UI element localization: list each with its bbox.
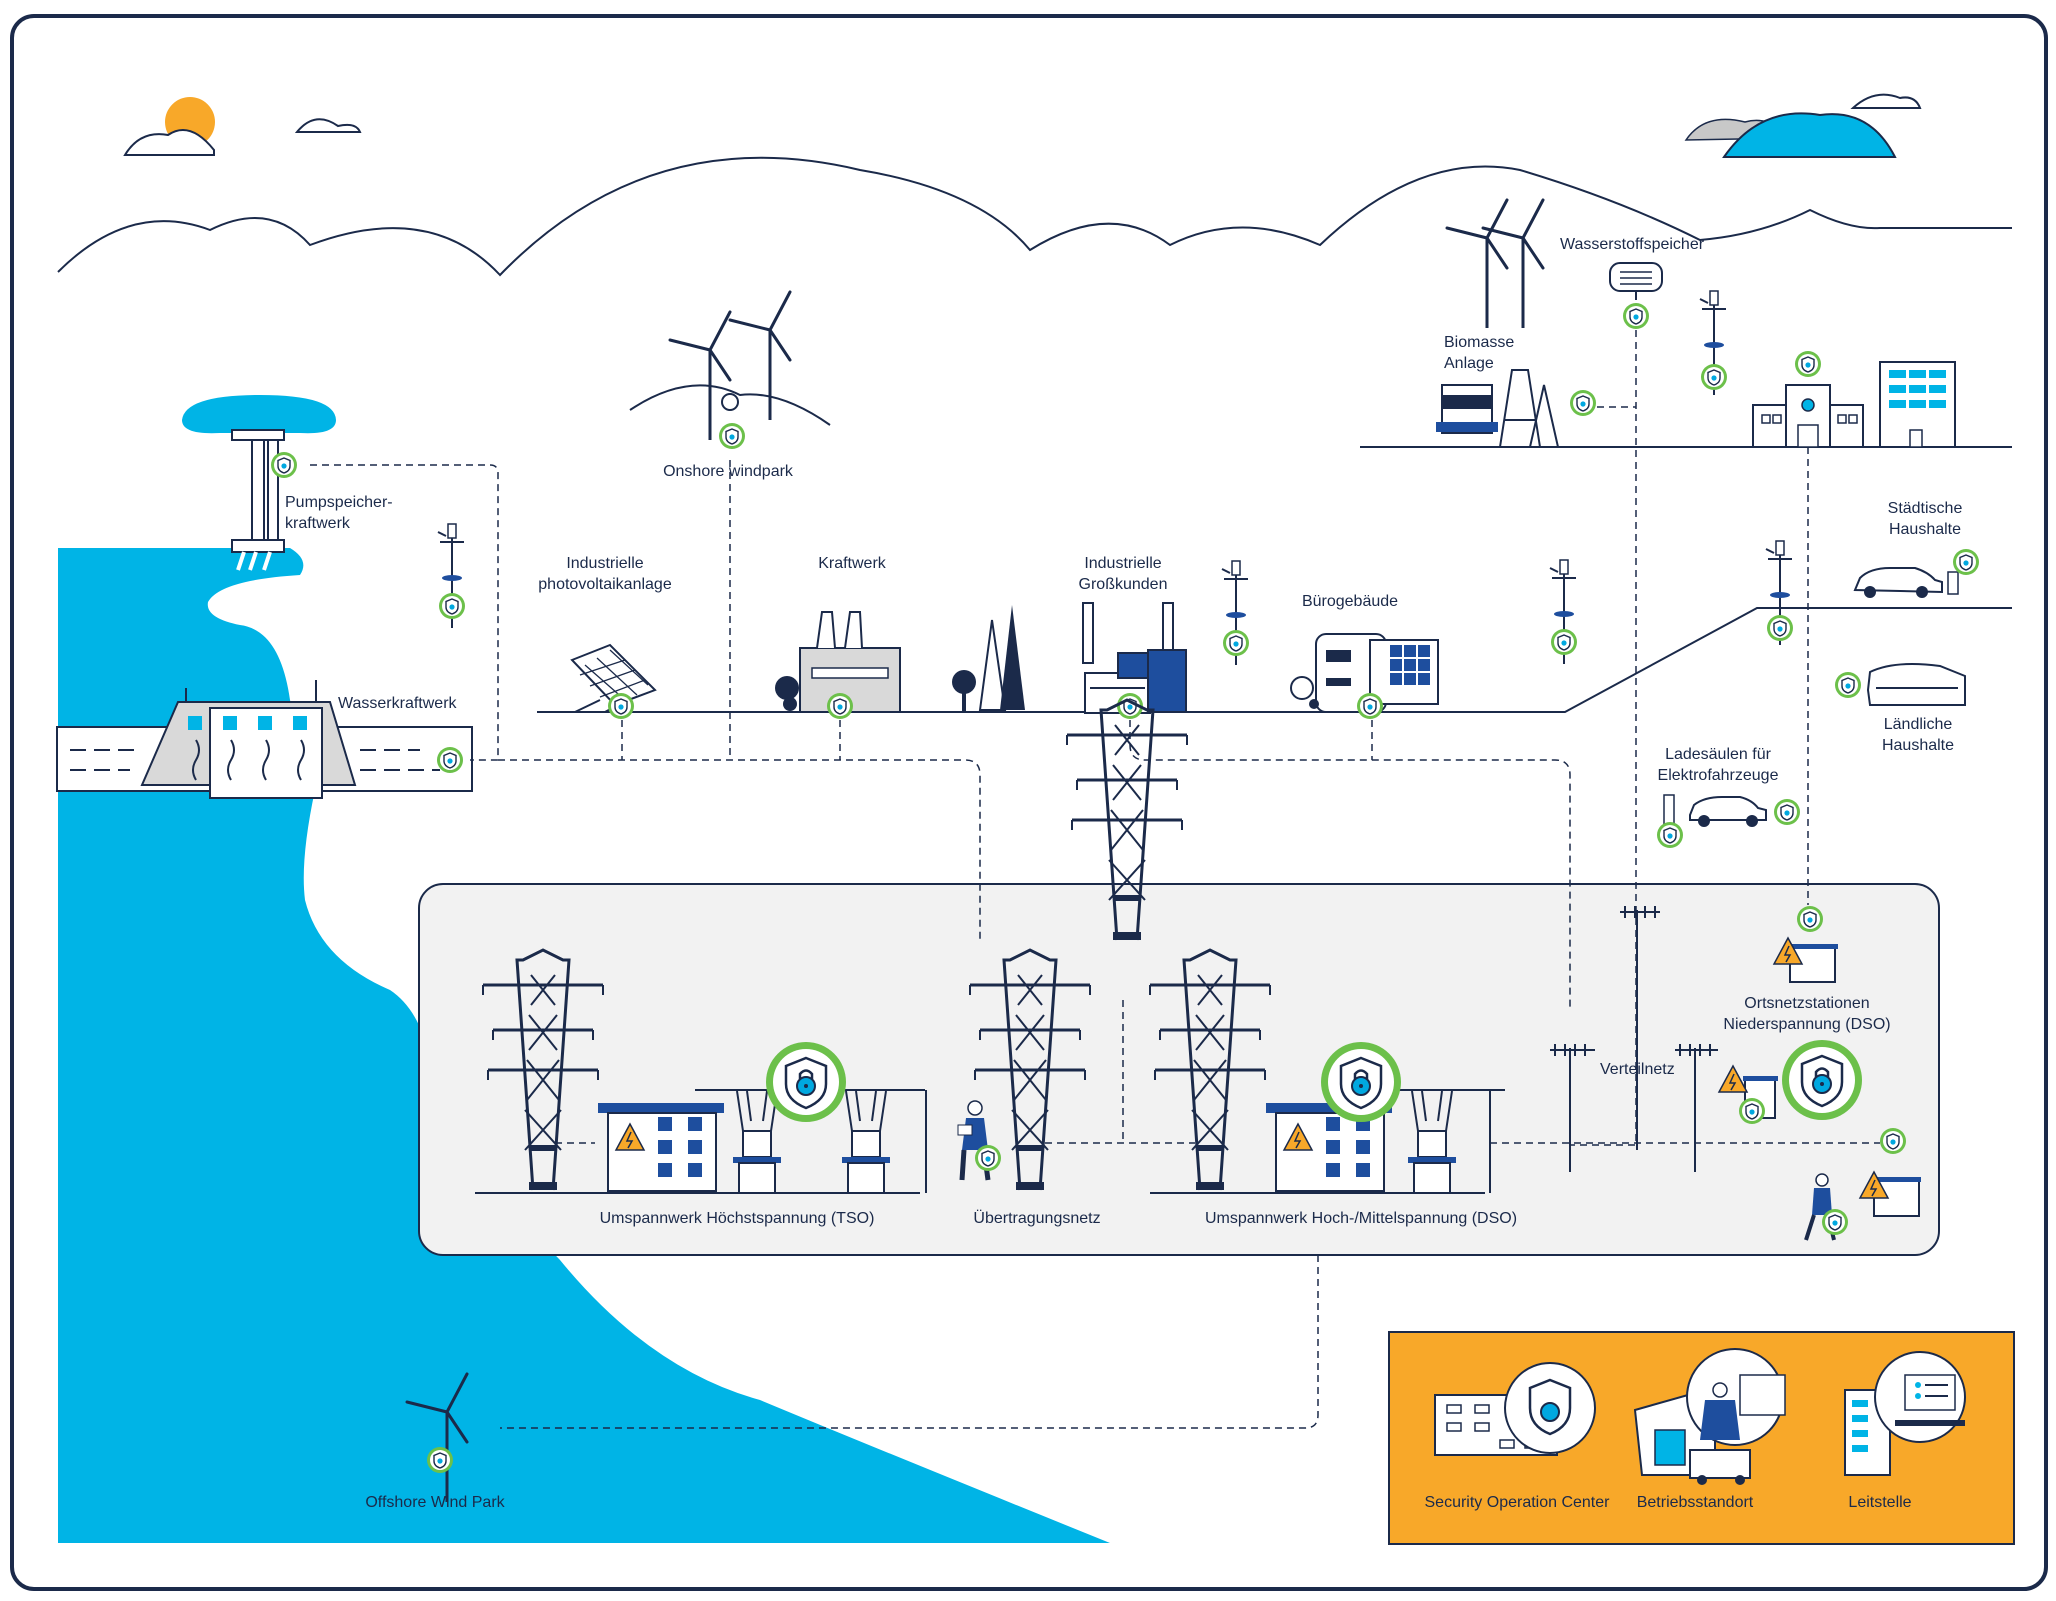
outer-frame xyxy=(10,14,2048,1591)
label-dso: Umspannwerk Hoch-/Mittelspannung (DSO) xyxy=(1205,1210,1517,1227)
shield-icon[interactable] xyxy=(1796,905,1824,933)
wind-turbine-icon xyxy=(728,290,792,422)
field-worker xyxy=(957,1100,991,1181)
label-soc: Security Operation Center xyxy=(1425,1494,1611,1511)
ortsnetzstation-top xyxy=(1773,937,1838,983)
field-worker-2 xyxy=(1804,1173,1836,1241)
shield-icon[interactable] xyxy=(438,592,466,620)
label-pumpspeicher: Pumpspeicher- xyxy=(285,494,393,511)
label-pumpspeicher: kraftwerk xyxy=(285,515,351,532)
wind-turbine-icon xyxy=(1445,198,1509,330)
label-wasserstoff: Wasserstoffspeicher xyxy=(1560,236,1705,253)
label-biomasse: Anlage xyxy=(1444,355,1494,372)
label-grosskunden: Industrielle xyxy=(1084,555,1161,572)
ortsnetzstation-low xyxy=(1859,1171,1921,1217)
shield-icon[interactable] xyxy=(974,1144,1002,1172)
soc-building xyxy=(1434,1362,1596,1456)
shield-icon[interactable] xyxy=(1356,692,1384,720)
wasserkraftwerk-dam xyxy=(56,680,473,799)
distribution-poles xyxy=(1550,906,1718,1172)
label-pv: photovoltaikanlage xyxy=(538,576,672,593)
betriebsstandort-building xyxy=(1633,1348,1786,1485)
shield-icon[interactable] xyxy=(1879,1127,1907,1155)
cloud-left xyxy=(123,129,215,156)
onshore-dot xyxy=(721,393,739,411)
label-ladesaeulen: Elektrofahrzeuge xyxy=(1658,767,1779,784)
shield-icon[interactable] xyxy=(1550,628,1578,656)
shield-icon[interactable] xyxy=(1821,1208,1849,1236)
biomasse-anlage xyxy=(1436,369,1559,448)
wasserstoffspeicher xyxy=(1609,262,1663,300)
label-wasserkraftwerk: Wasserkraftwerk xyxy=(338,695,458,712)
pumpspeicher-plant xyxy=(231,429,285,571)
shield-icon[interactable] xyxy=(1738,1097,1766,1125)
label-biomasse: Biomasse xyxy=(1444,334,1514,351)
shield-icon[interactable] xyxy=(436,746,464,774)
shield-icon[interactable] xyxy=(1766,614,1794,642)
tso-substation xyxy=(598,1089,927,1193)
shield-icon[interactable] xyxy=(1222,629,1250,657)
trees xyxy=(952,605,1025,712)
dso-substation xyxy=(1266,1089,1505,1193)
shield-icon[interactable] xyxy=(1773,798,1801,826)
connectors xyxy=(310,330,1880,1429)
label-onshore: Onshore windpark xyxy=(663,463,794,480)
shield-icon[interactable] xyxy=(1952,548,1980,576)
shield-icon[interactable] xyxy=(1622,302,1650,330)
label-kraftwerk: Kraftwerk xyxy=(818,555,887,572)
shield-icon[interactable] xyxy=(270,451,298,479)
lock-shield-icon[interactable] xyxy=(764,1040,848,1124)
shield-icon[interactable] xyxy=(607,692,635,720)
ground-line xyxy=(537,607,2012,713)
label-staedtische: Städtische xyxy=(1888,500,1963,517)
shield-icon[interactable] xyxy=(426,1446,454,1474)
label-betrieb: Betriebsstandort xyxy=(1637,1494,1754,1511)
hills xyxy=(57,156,2012,277)
city-building xyxy=(1752,384,1864,448)
wind-turbine-icon xyxy=(1481,198,1545,330)
shield-icon[interactable] xyxy=(1700,363,1728,391)
river xyxy=(58,548,1110,1543)
label-ortsnetz: Niederspannung (DSO) xyxy=(1723,1016,1890,1033)
label-offshore: Offshore Wind Park xyxy=(365,1494,505,1511)
label-staedtische: Haushalte xyxy=(1889,521,1961,538)
ev-charging xyxy=(1663,794,1767,827)
cloud-small xyxy=(294,118,362,133)
apartment-building xyxy=(1879,361,1956,448)
label-ortsnetz: Ortsnetzstationen xyxy=(1744,995,1869,1012)
pv-panel xyxy=(570,643,657,713)
label-tso: Umspannwerk Höchstspannung (TSO) xyxy=(600,1210,875,1227)
shield-icon[interactable] xyxy=(1794,350,1822,378)
label-verteilnetz: Verteilnetz xyxy=(1600,1061,1675,1078)
label-grosskunden: Großkunden xyxy=(1079,576,1168,593)
shield-icon[interactable] xyxy=(826,692,854,720)
label-uebertragung: Übertragungsnetz xyxy=(973,1209,1100,1227)
onshore-hill xyxy=(629,384,831,426)
cloud-right-top xyxy=(1850,93,1922,109)
wind-turbine-icon xyxy=(668,310,732,442)
label-ladesaeulen: Ladesäulen für xyxy=(1665,746,1772,763)
label-laendliche: Haushalte xyxy=(1882,737,1954,754)
electric-car-urban xyxy=(1853,567,1959,598)
shield-icon[interactable] xyxy=(1834,671,1862,699)
cloud-right-blue xyxy=(1722,112,1897,158)
buerogebaeude xyxy=(1290,633,1439,713)
label-buero: Bürogebäude xyxy=(1302,593,1398,610)
label-laendliche: Ländliche xyxy=(1884,716,1953,733)
rural-house xyxy=(1866,663,1966,706)
leitstelle-building xyxy=(1844,1351,1966,1476)
lock-shield-icon[interactable] xyxy=(1780,1038,1864,1122)
upper-reservoir xyxy=(182,395,336,434)
label-leitstelle: Leitstelle xyxy=(1848,1494,1911,1511)
shield-icon[interactable] xyxy=(1656,821,1684,849)
lock-shield-icon[interactable] xyxy=(1319,1040,1403,1124)
label-pv: Industrielle xyxy=(566,555,643,572)
shield-icon[interactable] xyxy=(1569,389,1597,417)
shield-icon[interactable] xyxy=(718,422,746,450)
